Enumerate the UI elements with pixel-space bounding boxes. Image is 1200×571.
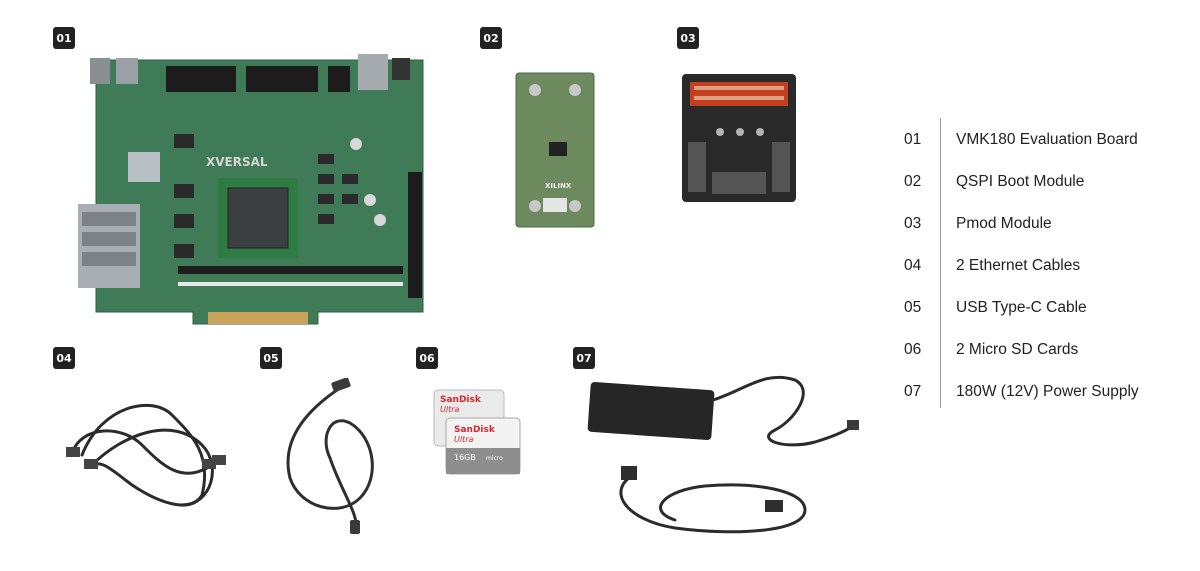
legend-number: 03: [904, 215, 922, 232]
badge-07: 07: [573, 347, 595, 369]
legend-row: 04 2 Ethernet Cables: [896, 256, 1080, 276]
vmk180-board-image: XVERSAL: [78, 54, 438, 334]
legend-label: 2 Ethernet Cables: [956, 257, 1081, 274]
svg-text:SanDisk: SanDisk: [454, 425, 496, 435]
contents-legend: 01 VMK180 Evaluation Board 02 QSPI Boot …: [896, 118, 1186, 408]
svg-text:micro: micro: [486, 455, 503, 462]
legend-number: 02: [904, 173, 922, 190]
pmod-module-image: [680, 72, 798, 204]
legend-label: 2 Micro SD Cards: [956, 341, 1079, 358]
legend-number: 05: [904, 299, 922, 316]
legend-label: 180W (12V) Power Supply: [956, 383, 1139, 400]
legend-number: 07: [904, 383, 922, 400]
legend-row: 01 VMK180 Evaluation Board: [896, 130, 1138, 150]
usb-cable-image: [270, 378, 390, 538]
badge-01: 01: [53, 27, 75, 49]
legend-row: 03 Pmod Module: [896, 214, 1052, 234]
legend-number: 04: [904, 257, 922, 274]
legend-row: 05 USB Type-C Cable: [896, 298, 1087, 318]
svg-text:16GB: 16GB: [454, 453, 476, 462]
legend-number: 06: [904, 341, 922, 358]
svg-text:Ultra: Ultra: [440, 405, 460, 414]
badge-03: 03: [677, 27, 699, 49]
legend-row: 06 2 Micro SD Cards: [896, 340, 1078, 360]
ethernet-cables-image: [62, 395, 232, 515]
badge-06: 06: [416, 347, 438, 369]
legend-label: QSPI Boot Module: [956, 173, 1085, 190]
sd-cards-image: SanDisk Ultra SanDisk Ultra 16GB micro: [432, 388, 522, 478]
qspi-module-image: XILINX: [515, 72, 595, 228]
versal-logo-text: XVERSAL: [206, 155, 268, 169]
svg-text:SanDisk: SanDisk: [440, 395, 482, 405]
badge-05: 05: [260, 347, 282, 369]
legend-label: VMK180 Evaluation Board: [956, 131, 1138, 148]
legend-row: 02 QSPI Boot Module: [896, 172, 1084, 192]
legend-label: USB Type-C Cable: [956, 299, 1087, 316]
legend-row: 07 180W (12V) Power Supply: [896, 382, 1139, 402]
svg-text:Ultra: Ultra: [454, 435, 474, 444]
legend-number: 01: [904, 131, 922, 148]
badge-04: 04: [53, 347, 75, 369]
xilinx-logo-text: XILINX: [545, 182, 572, 190]
badge-02: 02: [480, 27, 502, 49]
legend-divider: [940, 118, 941, 408]
power-supply-image: [585, 370, 865, 550]
legend-label: Pmod Module: [956, 215, 1052, 232]
